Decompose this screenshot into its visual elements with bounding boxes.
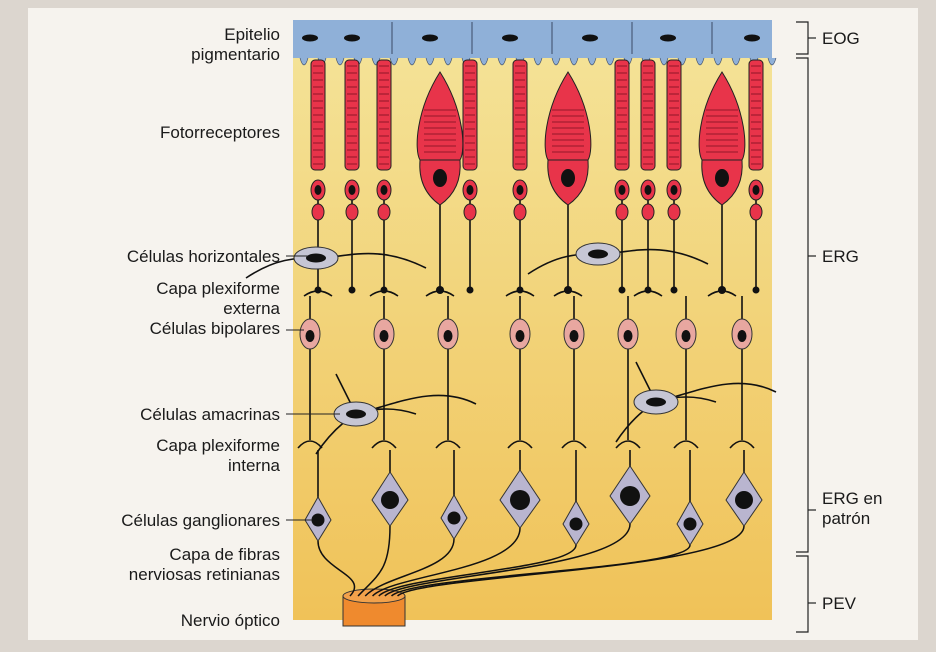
rod-terminal: [753, 287, 760, 294]
horizontal-nucleus: [588, 250, 608, 259]
ganglion-nucleus: [684, 518, 697, 531]
cone-nucleus: [715, 169, 729, 187]
bipolar-nucleus: [380, 330, 389, 342]
rod-synapse: [514, 204, 526, 220]
rod-synapse: [642, 204, 654, 220]
rod-nucleus: [671, 185, 678, 195]
epithelium-nucleus: [502, 35, 518, 42]
ganglion-nucleus: [570, 518, 583, 531]
rod-terminal: [381, 287, 388, 294]
bipolar-nucleus: [738, 330, 747, 342]
bipolar-nucleus: [570, 330, 579, 342]
epithelium-nucleus: [302, 35, 318, 42]
rod-terminal: [671, 287, 678, 294]
cone-terminal: [718, 286, 726, 294]
rod-terminal: [349, 287, 356, 294]
bipolar-nucleus: [682, 330, 691, 342]
rod-terminal: [619, 287, 626, 294]
ganglion-nucleus: [381, 491, 399, 509]
rod-nucleus: [645, 185, 652, 195]
bipolar-nucleus: [516, 330, 525, 342]
rod-synapse: [464, 204, 476, 220]
ganglion-nucleus: [735, 491, 753, 509]
horizontal-nucleus: [306, 254, 326, 263]
label-nervio-optico: Nervio óptico: [181, 611, 280, 630]
rod-synapse: [346, 204, 358, 220]
label-celulas-horizontales: Células horizontales: [127, 247, 280, 266]
rod-nucleus: [467, 185, 474, 195]
bipolar-nucleus: [444, 330, 453, 342]
label-fotorreceptores: Fotorreceptores: [160, 123, 280, 142]
rod-nucleus: [381, 185, 388, 195]
cone-terminal: [564, 286, 572, 294]
rod-terminal: [517, 287, 524, 294]
label-celulas-ganglionares: Células ganglionares: [121, 511, 280, 530]
label-erg: ERG: [822, 247, 859, 266]
ganglion-nucleus: [312, 514, 325, 527]
rod-nucleus: [349, 185, 356, 195]
cone-terminal: [436, 286, 444, 294]
rod-nucleus: [315, 185, 322, 195]
rod-terminal: [645, 287, 652, 294]
rod-synapse: [312, 204, 324, 220]
ganglion-nucleus: [448, 512, 461, 525]
label-celulas-amacrinas: Células amacrinas: [140, 405, 280, 424]
bipolar-nucleus: [624, 330, 633, 342]
rod-synapse: [378, 204, 390, 220]
amacrine-nucleus: [346, 410, 366, 419]
cone-nucleus: [561, 169, 575, 187]
rod-nucleus: [753, 185, 760, 195]
label-pev: PEV: [822, 594, 857, 613]
rod-terminal: [467, 287, 474, 294]
bipolar-nucleus: [306, 330, 315, 342]
label-eog: EOG: [822, 29, 860, 48]
rod-synapse: [616, 204, 628, 220]
cone-nucleus: [433, 169, 447, 187]
epithelium-nucleus: [344, 35, 360, 42]
epithelium-nucleus: [582, 35, 598, 42]
epithelium-nucleus: [660, 35, 676, 42]
epithelium-nucleus: [744, 35, 760, 42]
retina-tissue: [293, 20, 772, 620]
rod-synapse: [750, 204, 762, 220]
epithelium-nucleus: [422, 35, 438, 42]
rod-nucleus: [619, 185, 626, 195]
label-celulas-bipolares: Células bipolares: [150, 319, 280, 338]
rod-terminal: [315, 287, 322, 294]
rod-synapse: [668, 204, 680, 220]
ganglion-nucleus: [510, 490, 530, 510]
ganglion-nucleus: [620, 486, 640, 506]
amacrine-nucleus: [646, 398, 666, 407]
rod-nucleus: [517, 185, 524, 195]
